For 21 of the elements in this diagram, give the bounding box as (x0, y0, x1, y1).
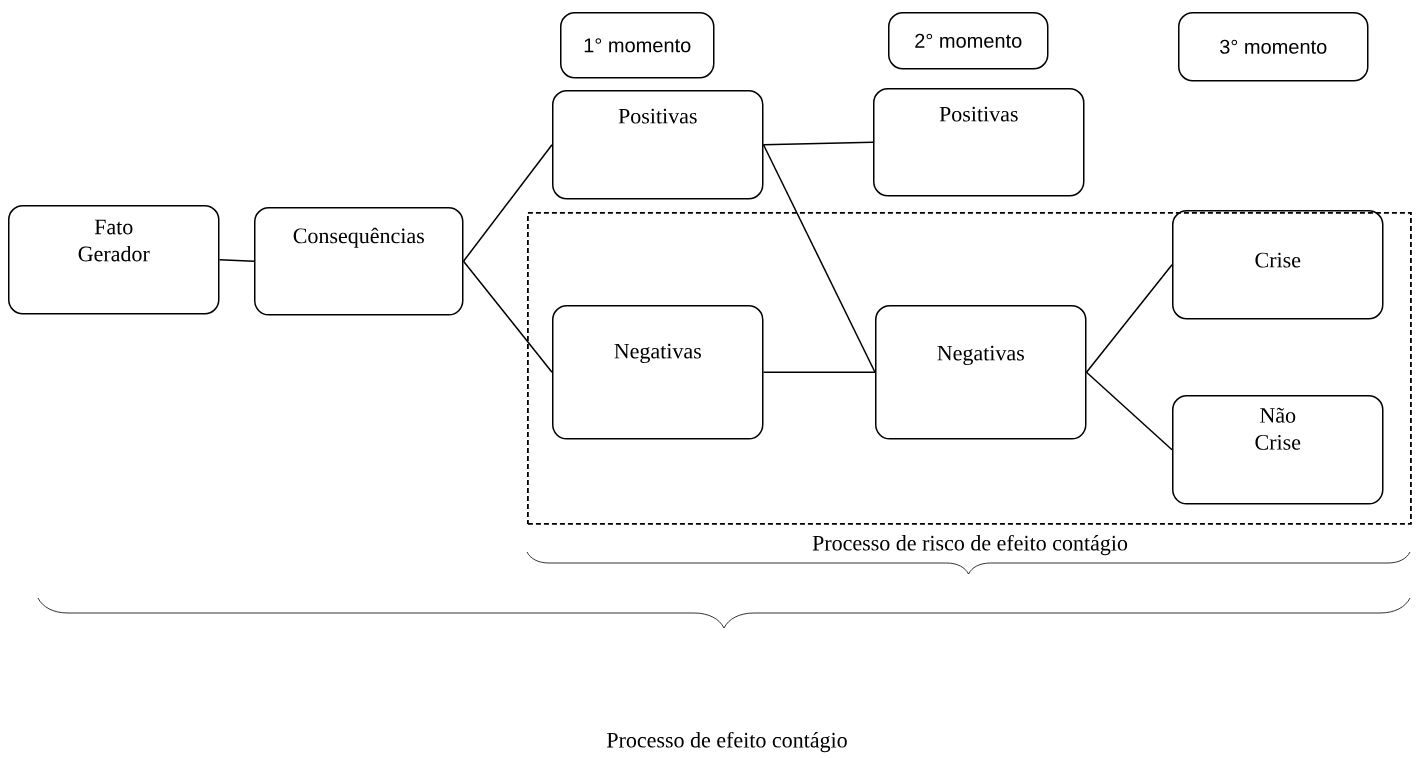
connector-line (218, 259, 255, 262)
brace-label: Processo de risco de efeito contágio (812, 534, 1128, 556)
connector-line (462, 144, 553, 262)
process-box: Positivas (552, 90, 764, 200)
connector-line (762, 141, 874, 146)
process-box: Não Crise (1172, 395, 1384, 505)
process-box: 1° momento (560, 12, 715, 79)
process-box: Consequências (254, 207, 464, 316)
process-box: Positivas (873, 88, 1085, 197)
process-box: 2° momento (888, 12, 1049, 70)
connector-line (1085, 371, 1173, 451)
process-box: Crise (1172, 210, 1384, 320)
connector-line (762, 144, 876, 373)
connector-line (762, 371, 876, 373)
brace-label: Processo de efeito contágio (607, 731, 847, 753)
process-box: Negativas (875, 305, 1087, 440)
connector-line (1085, 264, 1173, 373)
process-box: Fato Gerador (8, 205, 220, 315)
process-box: 3° momento (1178, 12, 1369, 82)
dashed-region (527, 212, 1412, 525)
process-box: Negativas (552, 305, 764, 440)
